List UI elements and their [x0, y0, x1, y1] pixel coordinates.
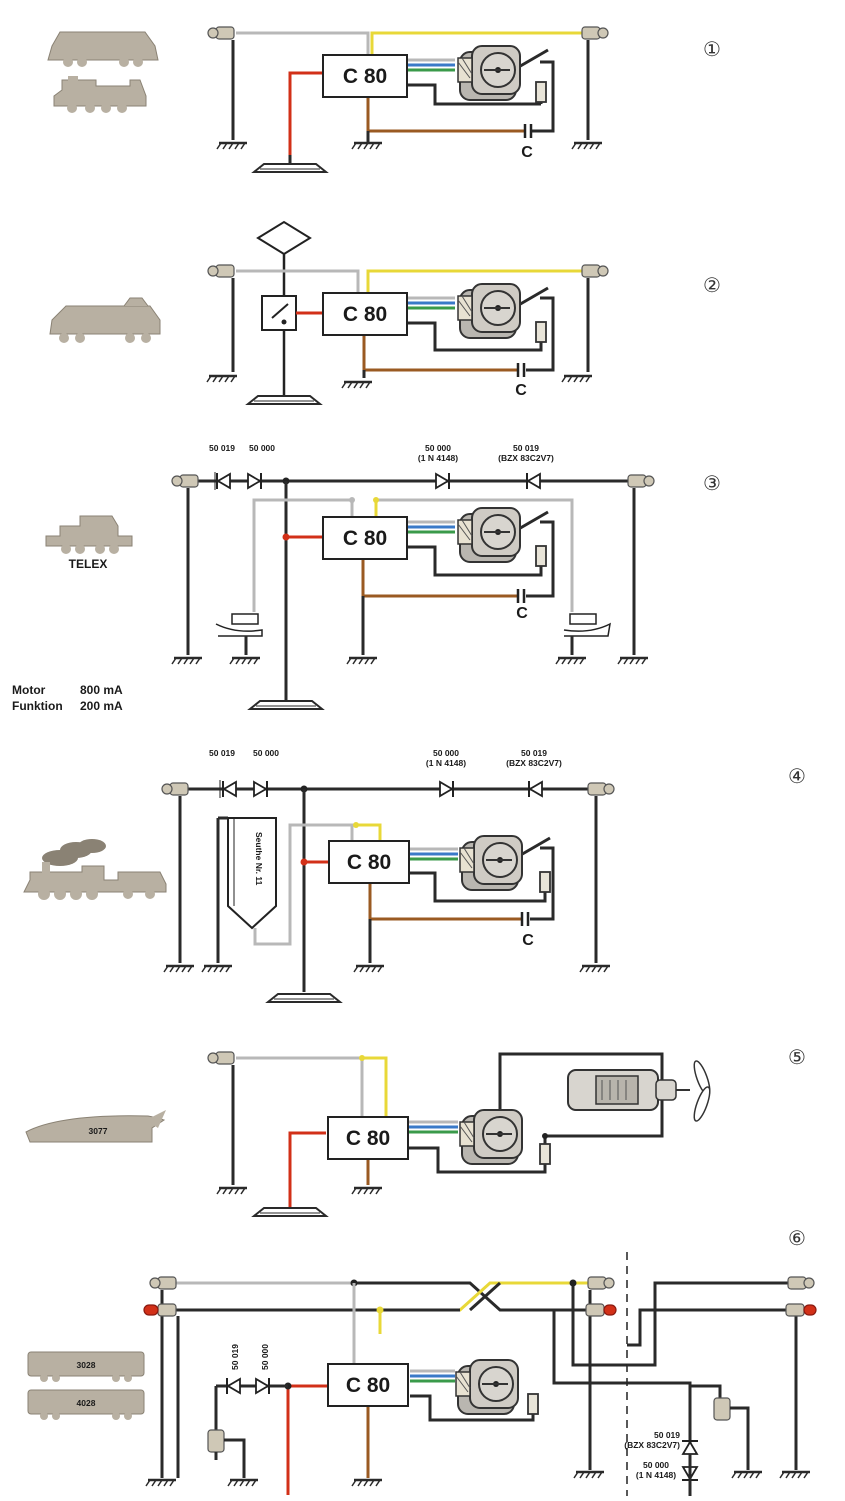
diode-label: 50 019: [209, 443, 235, 453]
capacitor-label: C: [515, 382, 527, 399]
diagram-number: ④: [788, 764, 806, 788]
high-speed-train-icon: 3077: [25, 1110, 166, 1143]
diagram-2: C 80 C ②: [49, 220, 721, 405]
capacitor-label: C: [521, 144, 533, 161]
c80-decoder: [322, 292, 408, 336]
red-taillight-right: [785, 1303, 817, 1317]
diode-label: 50 000: [643, 1460, 669, 1470]
coach-3028-icon: 3028: [27, 1351, 145, 1382]
diagram-number: ⑥: [788, 1226, 806, 1250]
decoder-label: C 80: [347, 851, 391, 874]
telex-locomotive-icon: [45, 515, 133, 554]
train-number: 3077: [89, 1126, 108, 1136]
diode-sublabel: (1 N 4148): [418, 453, 458, 463]
diode-label: 50 000: [260, 1344, 270, 1370]
telex-label: TELEX: [69, 557, 108, 571]
diode-sublabel: (BZX 83C2V7): [498, 453, 554, 463]
c80-decoder: [328, 840, 410, 884]
decoder-label: C 80: [346, 1374, 390, 1397]
function-current: 200 mA: [80, 699, 123, 713]
diagram-5: 3077 C 80 ⑤: [25, 1045, 806, 1217]
diagram-6: 3028 4028 50 019 50 000: [27, 1226, 817, 1496]
capacitor-label: C: [522, 932, 534, 949]
diode-sublabel: (1 N 4148): [426, 758, 466, 768]
diagram-number: ②: [703, 273, 721, 297]
decoder-label: C 80: [346, 1127, 390, 1150]
smoke-unit-label: Seuthe Nr. 11: [254, 832, 264, 886]
diagram-4: 50 019 50 000 50 000 (1 N 4148) 50 019 (…: [23, 748, 806, 1003]
decoder-label: C 80: [343, 527, 387, 550]
function-label: Funktion: [12, 699, 63, 713]
diagram-3: TELEX Motor 800 mA Funktion 200 mA 50 01…: [12, 443, 721, 713]
diagram-1: C 80 C ①: [47, 26, 721, 173]
coach-4028-icon: 4028: [27, 1389, 145, 1420]
coach-number: 4028: [77, 1398, 96, 1408]
red-taillight-left: [143, 1303, 177, 1317]
decoder-label: C 80: [343, 65, 387, 88]
steam-locomotive-icon: [23, 839, 167, 900]
c80-decoder: [322, 516, 408, 560]
motor-label: Motor: [12, 683, 46, 697]
diode-label: 50 019: [209, 748, 235, 758]
diode-label: 50 000: [249, 443, 275, 453]
decoder-label: C 80: [343, 303, 387, 326]
c80-decoder: [327, 1363, 409, 1407]
diagram-number: ①: [703, 37, 721, 61]
diode-label: 50 000: [425, 443, 451, 453]
tank-locomotive-icon: [53, 76, 147, 113]
c80-decoder: [327, 1116, 409, 1160]
diode-label: 50 000: [253, 748, 279, 758]
diagram-number: ⑤: [788, 1045, 806, 1069]
diode-label: 50 019: [513, 443, 539, 453]
diagram-number: ③: [703, 471, 721, 495]
diode-label: 50 019: [521, 748, 547, 758]
electric-locomotive-icon: [49, 297, 161, 343]
diode-sublabel: (BZX 83C2V7): [506, 758, 562, 768]
motor-current: 800 mA: [80, 683, 123, 697]
diode-label: 50 000: [433, 748, 459, 758]
capacitor-label: C: [516, 605, 528, 622]
diode-sublabel: (1 N 4148): [636, 1470, 676, 1480]
c80-decoder: [322, 54, 408, 98]
diode-sublabel: (BZX 83C2V7): [624, 1440, 680, 1450]
coach-number: 3028: [77, 1360, 96, 1370]
diode-label: 50 019: [654, 1430, 680, 1440]
diode-label: 50 019: [230, 1344, 240, 1370]
red-taillight-mid: [585, 1303, 617, 1317]
freight-car-icon: [47, 31, 159, 67]
